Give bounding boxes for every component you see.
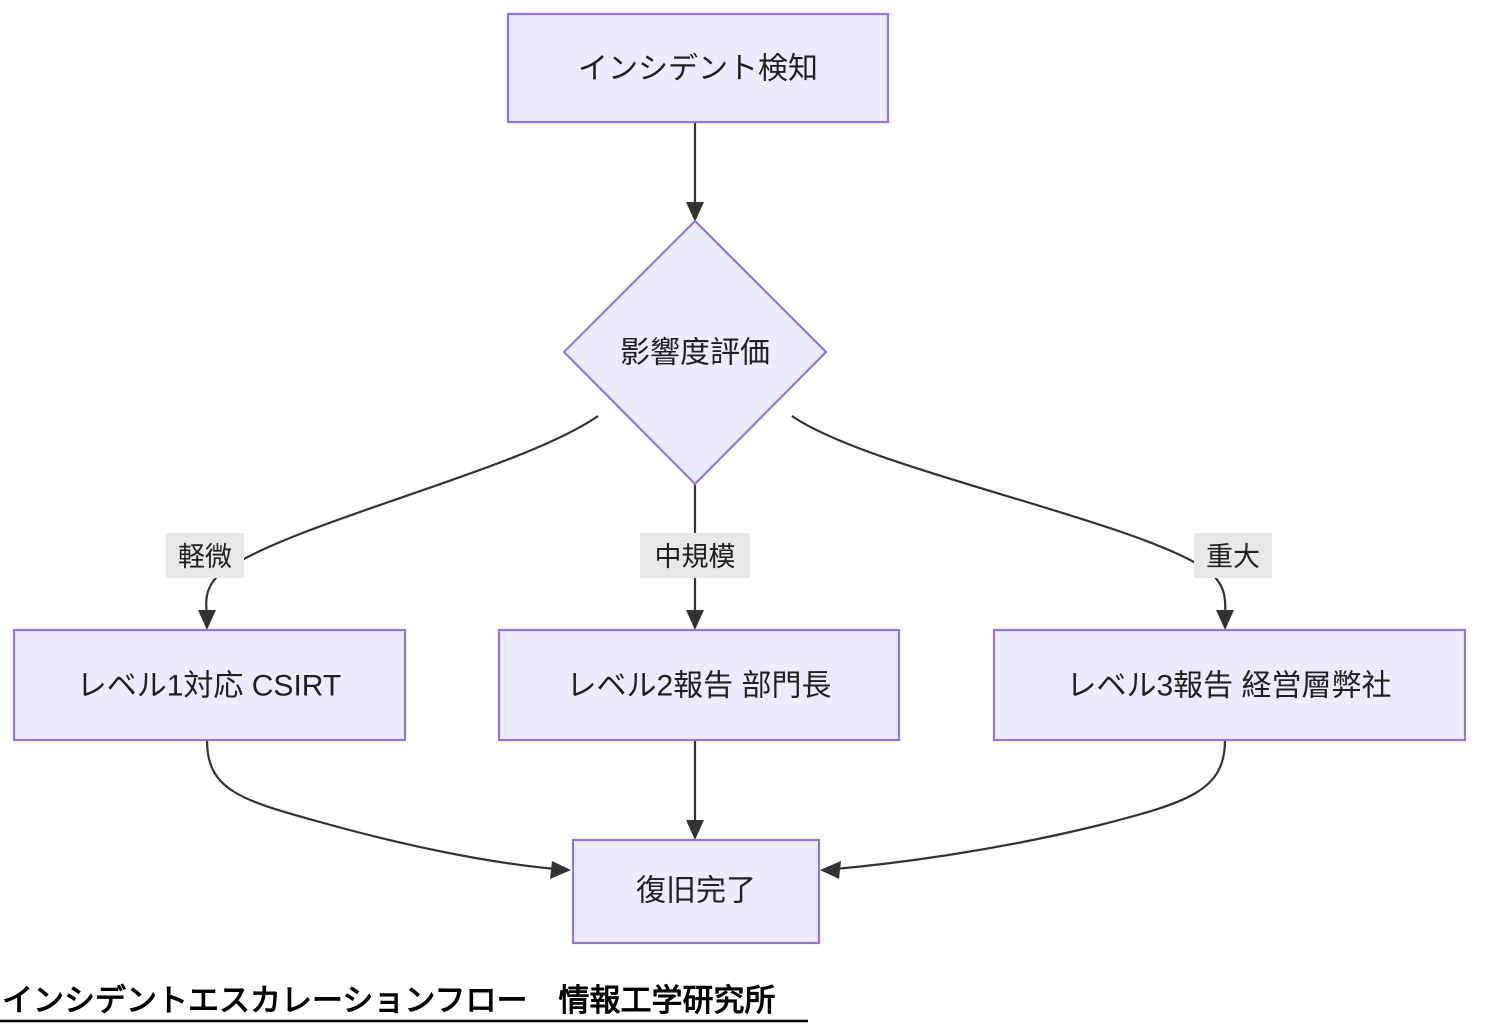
node-label-level2: レベル2報告 部門長 [566,670,831,703]
edge-assess-to-level1 [198,415,599,630]
edge-line [205,415,599,617]
arrow-head-icon [550,861,571,879]
node-label-done: 復旧完了 [636,875,756,908]
edge-detect-to-assess [686,122,704,222]
node-level3[interactable]: レベル3報告 経営層弊社 [992,628,1467,742]
node-rect[interactable] [12,628,407,742]
node-assess[interactable]: 影響度評価 [562,219,828,486]
edge-level2-to-done [686,740,704,840]
edge-label-text-medium: 中規模 [655,542,736,572]
edge-level3-to-done [820,739,1227,879]
node-detect[interactable]: インシデント検知 [506,12,890,124]
node-rect[interactable] [992,628,1467,742]
node-level2[interactable]: レベル2報告 部門長 [497,628,901,742]
edge-line [791,415,1227,617]
arrow-head-icon [686,610,704,630]
edge-label-text-minor: 軽微 [178,542,232,572]
node-rect[interactable] [497,628,901,742]
node-rect[interactable] [571,838,821,945]
arrow-head-icon [198,610,216,630]
edge-label-background [166,533,244,578]
node-label-assess: 影響度評価 [620,337,770,370]
node-rect[interactable] [506,12,890,124]
edge-level1-to-done [205,739,571,879]
edge-label-background [1194,533,1272,578]
edge-line [205,739,557,871]
arrow-head-icon [686,202,704,222]
node-label-detect: インシデント検知 [578,53,818,86]
arrow-head-icon [686,820,704,840]
node-done[interactable]: 復旧完了 [571,838,821,945]
edge-label-text-severe: 重大 [1206,542,1260,572]
diagram-caption: インシデントエスカレーションフロー 情報工学研究所 [0,983,808,1023]
arrow-head-icon [820,861,841,879]
node-diamond[interactable] [562,219,828,486]
edge-line [834,739,1227,871]
node-level1[interactable]: レベル1対応 CSIRT [12,628,407,742]
edge-label-medium: 中規模 [640,533,750,578]
edge-assess-to-level3 [791,415,1234,630]
edge-label-severe: 重大 [1194,533,1272,578]
edge-label-minor: 軽微 [166,533,244,578]
arrow-head-icon [1216,610,1234,630]
edge-label-background [640,533,750,578]
node-label-level1: レベル1対応 CSIRT [77,670,341,703]
caption-label: インシデントエスカレーションフロー 情報工学研究所 [2,983,775,1018]
node-label-level3: レベル3報告 経営層弊社 [1066,670,1391,703]
